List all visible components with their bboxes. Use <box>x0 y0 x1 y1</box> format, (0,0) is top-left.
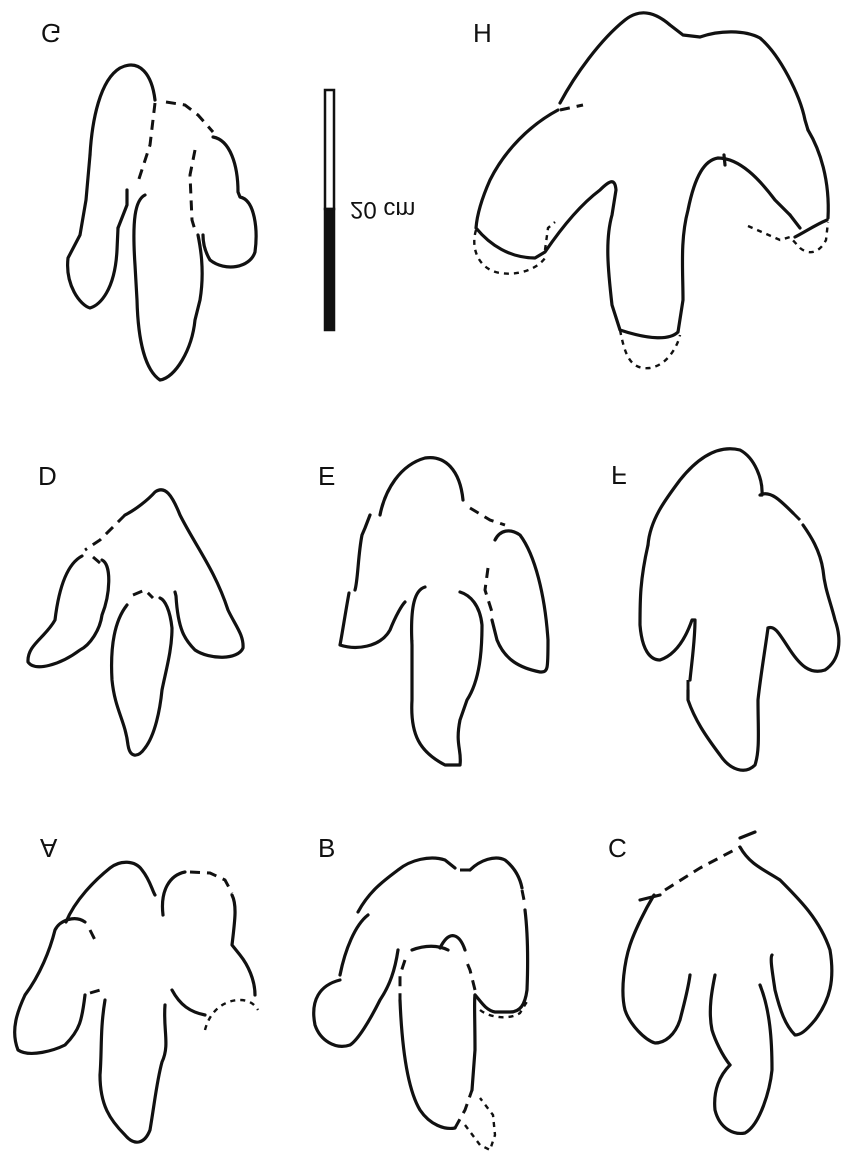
footprint-a <box>13 860 260 1144</box>
panel-label-e: E <box>318 461 336 491</box>
scale-bar <box>323 88 336 332</box>
footprint-b <box>312 856 530 1152</box>
panel-label-h: H <box>473 18 492 48</box>
footprint-f <box>638 447 841 772</box>
panel-label-d: D <box>38 461 57 491</box>
panel-label-c: C <box>608 833 627 863</box>
footprint-g <box>66 63 258 382</box>
panel-label-b: B <box>318 833 336 863</box>
footprint-h <box>473 11 830 370</box>
footprint-e <box>338 456 550 767</box>
footprint-d <box>26 488 245 757</box>
footprint-c <box>621 830 834 1136</box>
